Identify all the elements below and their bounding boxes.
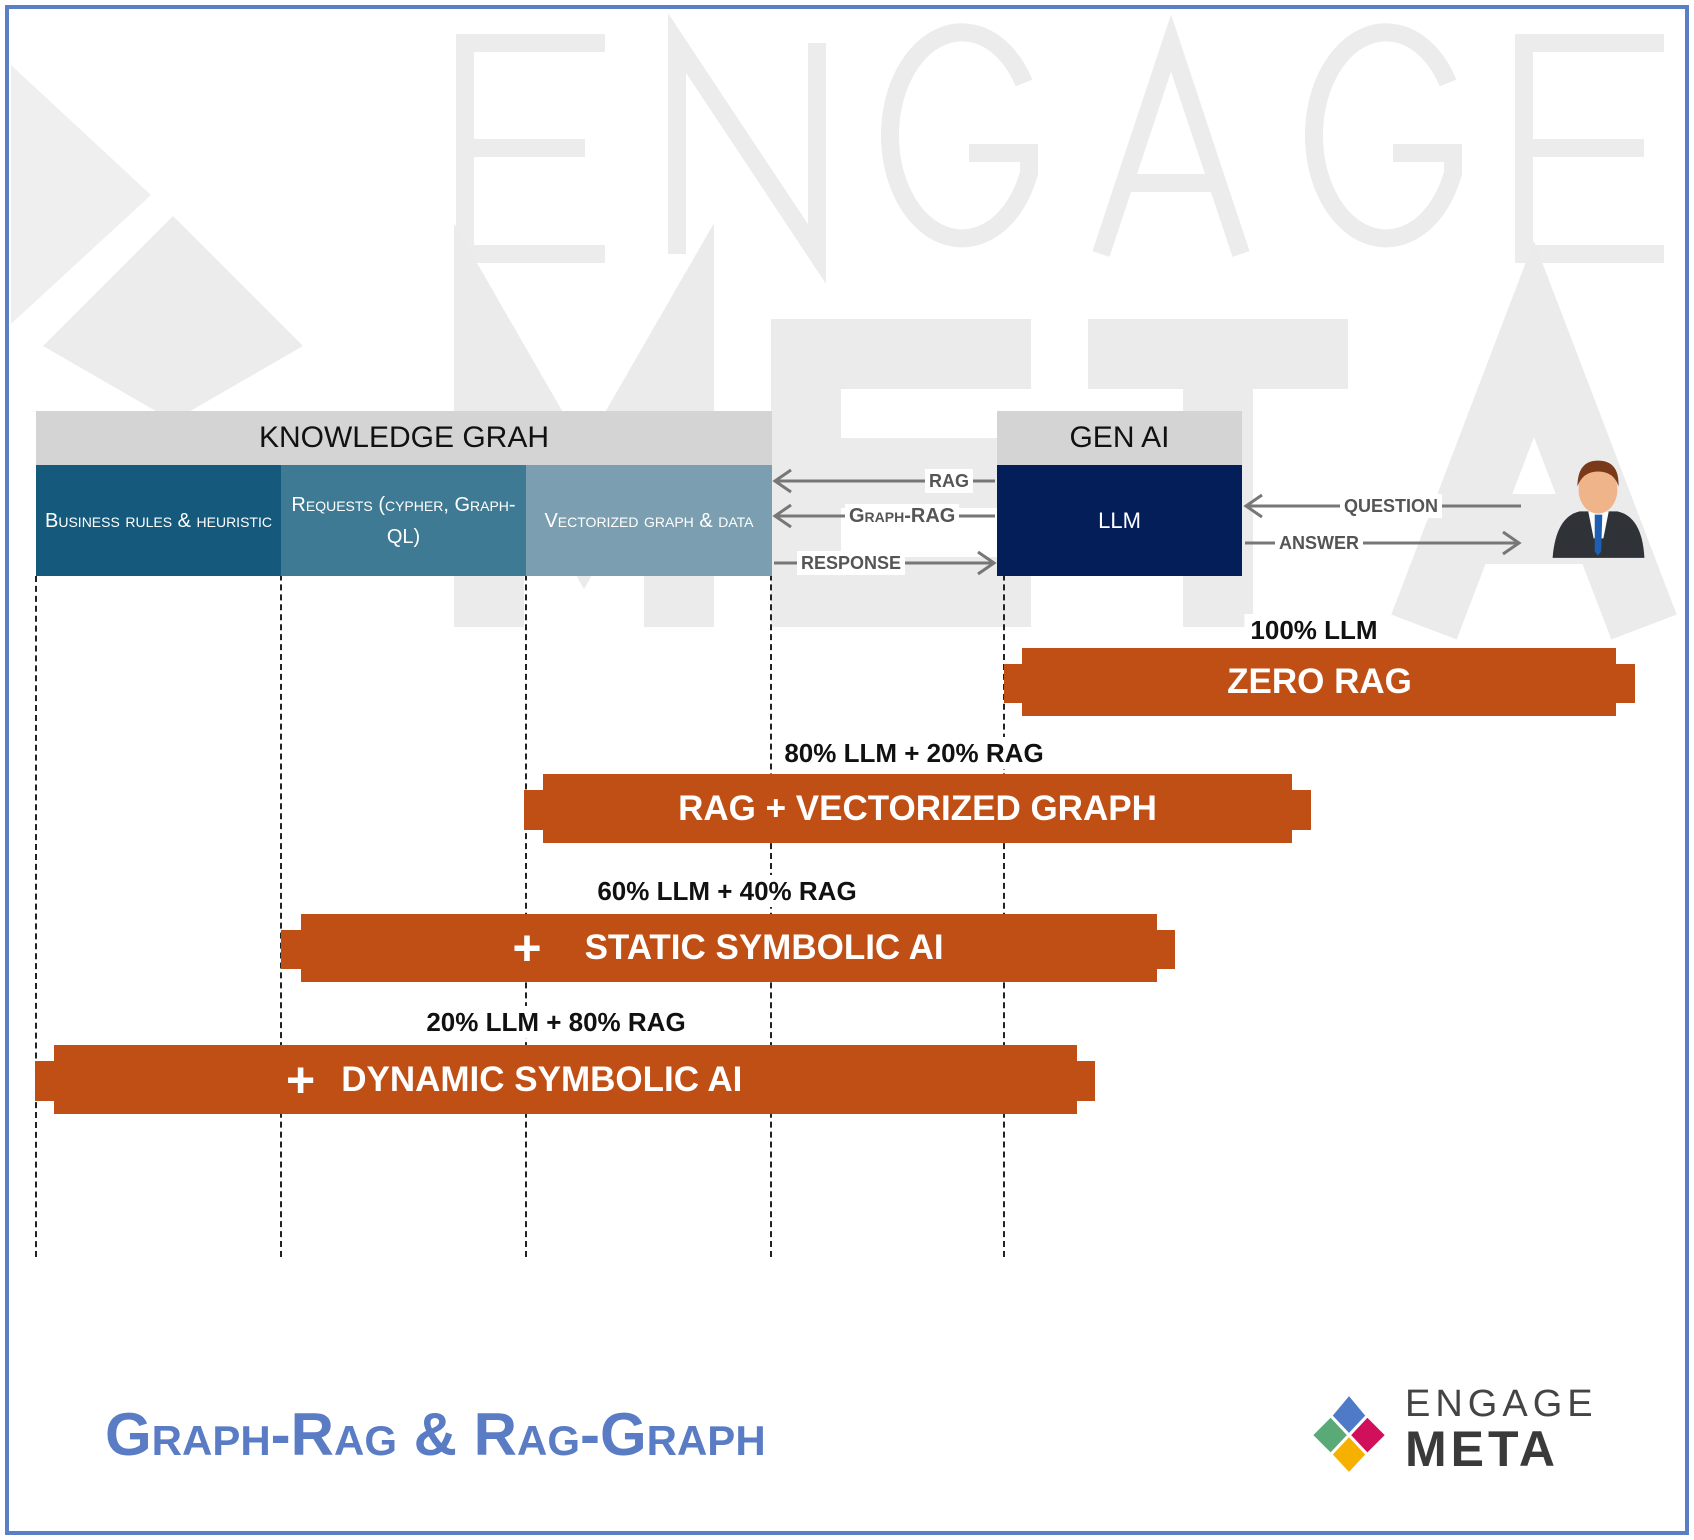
kg-cell-business-rules: Business rules & heuristic <box>36 465 281 576</box>
watermark-engage-lettering <box>456 13 1664 284</box>
logo-text-meta: META <box>1405 1421 1559 1477</box>
arrow-label-question: QUESTION <box>1340 494 1443 518</box>
engage-meta-logo-icon <box>1313 1396 1385 1472</box>
bar-label: RAG + VECTORIZED GRAPH <box>678 788 1157 828</box>
guide-line <box>1003 465 1005 1257</box>
knowledge-graph-header: KNOWLEDGE GRAH <box>36 411 772 465</box>
bar-label: ZERO RAG <box>1227 662 1412 701</box>
ratio-label-static-symbolic: 60% LLM + 40% RAG <box>591 875 863 907</box>
bar-zero-rag: ZERO RAG <box>1004 648 1635 716</box>
logo-text-engage: ENGAGE <box>1405 1383 1598 1425</box>
guide-line <box>280 465 282 1257</box>
kg-cell-vectorized-graph: Vectorized graph & data <box>526 465 772 576</box>
gen-ai-header: GEN AI <box>997 411 1242 465</box>
plus-icon: + <box>512 920 542 976</box>
bar-label: DYNAMIC SYMBOLIC AI <box>341 1059 743 1099</box>
guide-line <box>525 465 527 1257</box>
guide-line <box>770 465 772 1257</box>
user-avatar-icon <box>1552 460 1645 558</box>
ratio-label-dynamic-symbolic: 20% LLM + 80% RAG <box>420 1006 692 1038</box>
bar-rag-vectorized-graph: RAG + VECTORIZED GRAPH <box>524 774 1311 843</box>
llm-box: LLM <box>997 465 1242 576</box>
ratio-label-zero-rag: 100% LLM <box>1244 614 1384 646</box>
arrow-label-answer: ANSWER <box>1275 531 1363 555</box>
arrow-label-response: RESPONSE <box>797 551 906 575</box>
bar-static-symbolic-ai: + STATIC SYMBOLIC AI <box>281 914 1175 982</box>
frame-border <box>5 5 1689 1535</box>
bar-label: STATIC SYMBOLIC AI <box>584 928 944 967</box>
bar-dynamic-symbolic-ai: + DYNAMIC SYMBOLIC AI <box>35 1045 1095 1114</box>
plus-icon: + <box>286 1051 316 1108</box>
guide-line <box>35 576 37 1257</box>
page-title: Graph-Rag & Rag-Graph <box>105 1401 766 1468</box>
watermark-diamonds-icon <box>11 65 303 421</box>
arrow-label-rag: RAG <box>925 469 973 493</box>
arrow-label-graph-rag: Graph-RAG <box>845 504 960 528</box>
ratio-label-rag-vectorized: 80% LLM + 20% RAG <box>778 737 1050 769</box>
kg-cell-requests: Requests (cypher, Graph-QL) <box>281 465 526 576</box>
